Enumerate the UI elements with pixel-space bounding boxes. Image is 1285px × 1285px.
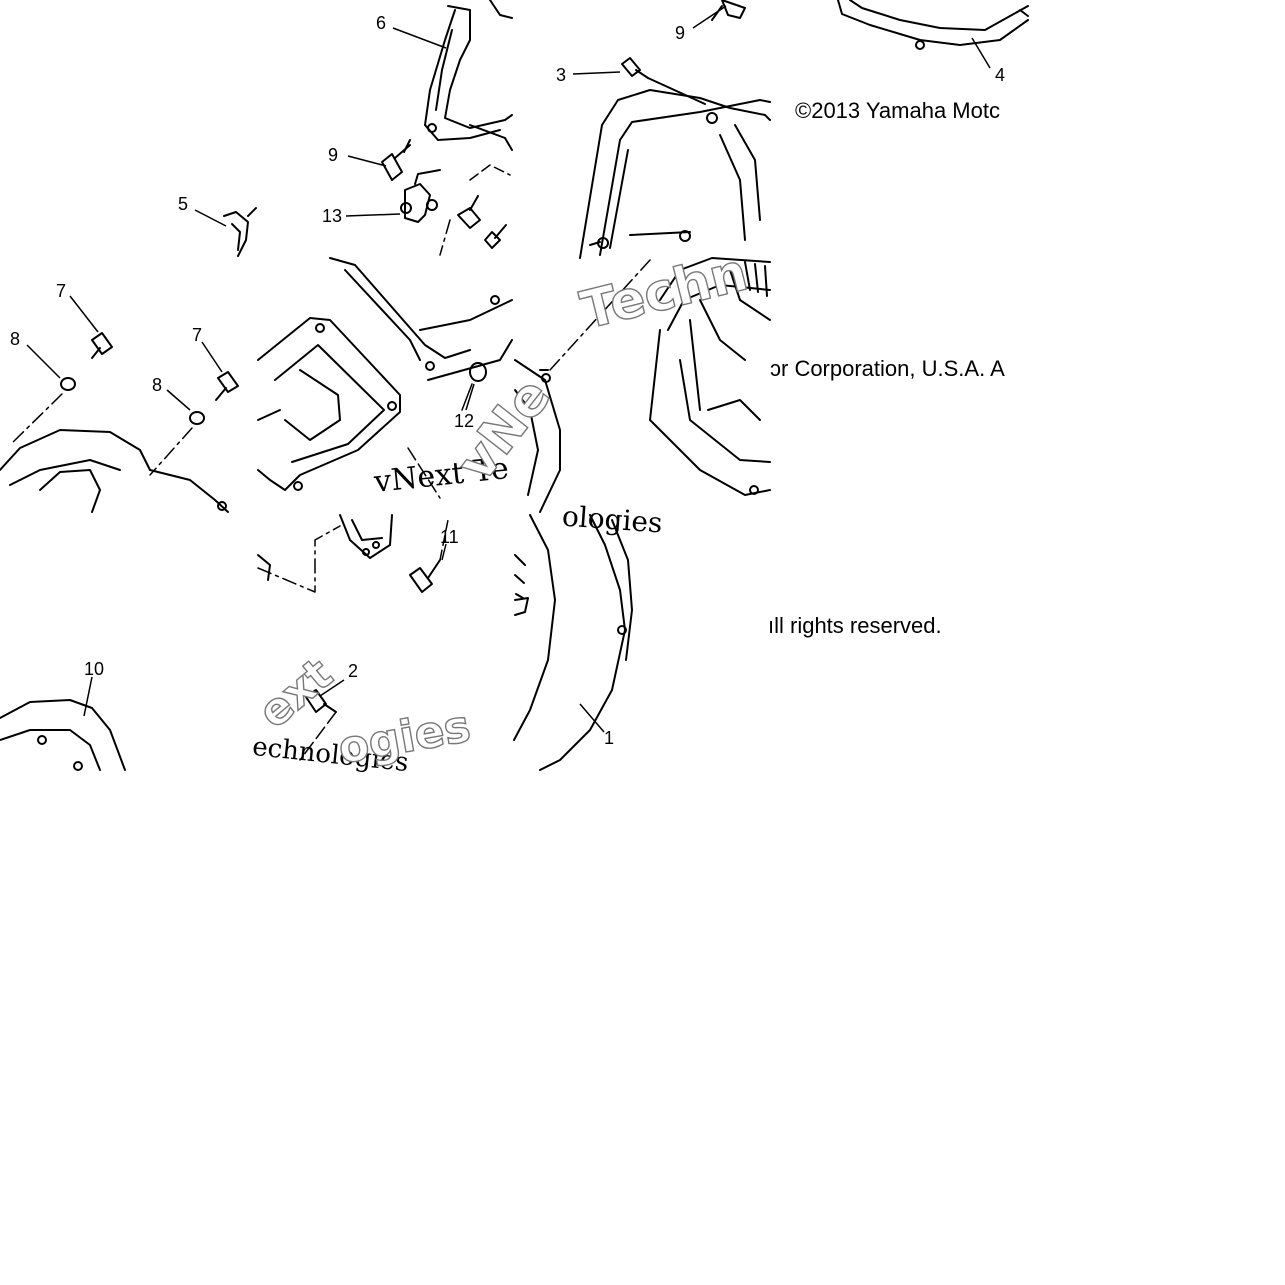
callout-12: 12 [454,411,475,431]
part-4-cover [837,0,1029,50]
screw-3 [621,57,706,105]
callout-9-upper: 9 [675,23,686,43]
dashline-row2-center [407,447,441,499]
bolt-11 [409,559,441,593]
washer-8-right [189,411,205,425]
callout-2: 2 [348,661,359,681]
fastener-7-right [215,371,239,401]
part-6-bracket [424,0,513,141]
callout-8-right: 8 [152,375,163,395]
callout-1: 1 [604,728,615,748]
duct-frame-row2 [257,257,513,491]
copyright-line-1: ©2013 Yamaha Motc [795,99,1000,123]
callout-6: 6 [376,13,387,33]
dashline-8-left [9,393,63,446]
callout-11: 11 [440,527,459,547]
bolt-row1-right [457,195,507,249]
washer-12 [469,362,487,382]
housing-row2-left [0,429,229,513]
part-10-cover [0,699,126,771]
fan-shroud-upper [579,89,771,259]
callout-7-right: 7 [192,325,203,345]
dashline-8-right [149,427,193,476]
dashline-2 [299,711,337,761]
callout-4: 4 [995,65,1006,85]
clip-13 [400,169,441,223]
bolt-9-left [381,139,411,181]
dashline-row2-right [549,259,651,371]
callout-13: 13 [322,206,343,226]
dashline-6 [469,164,511,181]
callout-3: 3 [556,65,567,85]
copyright-line-2: ɔr Corporation, U.S.A. A [770,357,1005,381]
part-1-fan-disc [513,514,633,771]
dashline-11 [439,519,449,561]
copyright-line-3: ıll rights reserved. [768,613,942,638]
callout-9-left: 9 [328,145,339,165]
fastener-7-left [91,332,113,359]
callout-5: 5 [178,194,189,214]
screw-2 [305,689,337,713]
callout-10: 10 [84,659,105,679]
callout-7-left: 7 [56,281,67,301]
washer-8-left [60,377,76,391]
dashline-row3-zigzag [257,525,341,593]
bracket-row3-center [257,514,393,581]
dashline-12 [461,383,473,411]
part-5-fragment [223,207,257,257]
bolt-9-upper [711,0,746,21]
cover-edge-row1 [469,124,513,151]
callout-8-left: 8 [10,329,21,349]
fan-housing-row2 [514,257,771,513]
dashline-row1 [439,219,451,256]
